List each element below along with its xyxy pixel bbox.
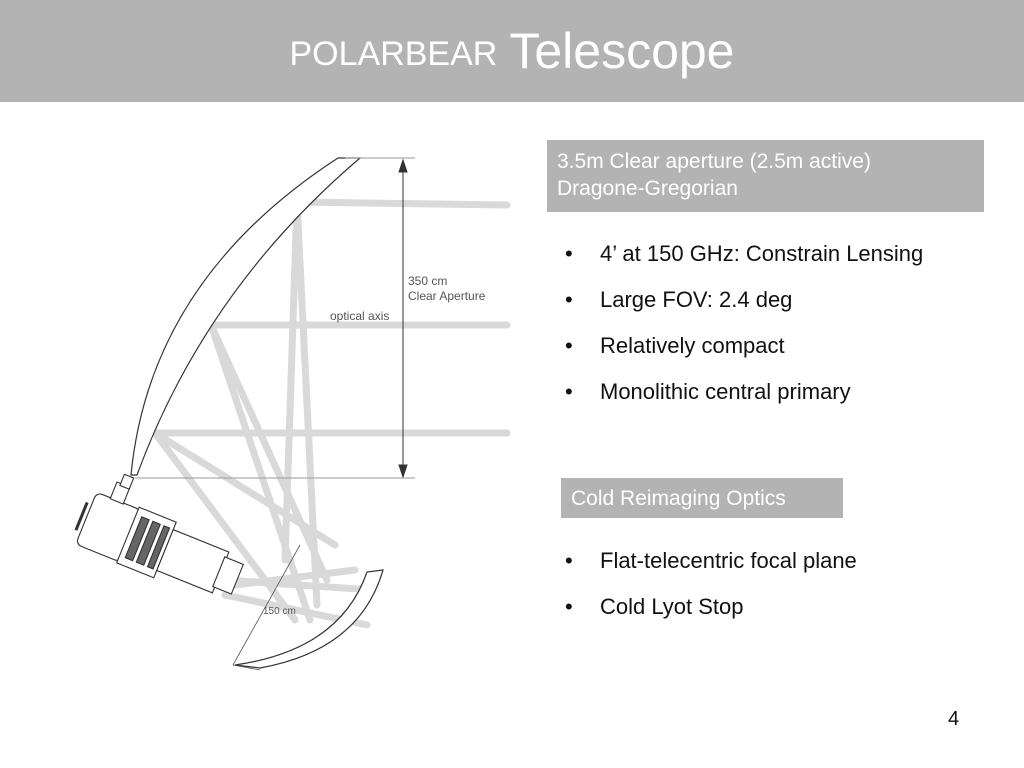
secondary-dimension xyxy=(232,544,301,671)
reflected-ray xyxy=(293,198,321,609)
aperture-label-2: Clear Aperture xyxy=(408,289,486,303)
reflected-ray xyxy=(207,321,314,624)
receiver-cryostat xyxy=(74,473,245,595)
focus-ray xyxy=(231,566,359,589)
primary-mirror xyxy=(130,157,362,476)
aperture-info-line1: 3.5m Clear aperture (2.5m active) xyxy=(557,150,871,173)
aperture-label-1: 350 cm xyxy=(408,274,447,288)
list-item: Flat-telecentric focal plane xyxy=(562,547,952,575)
cold-optics-box: Cold Reimaging Optics xyxy=(561,478,843,518)
list-item: Relatively compact xyxy=(562,332,952,360)
page-number: 4 xyxy=(948,708,960,730)
reflected-ray xyxy=(207,321,331,584)
title-telescope: Telescope xyxy=(509,23,735,79)
list-item: Cold Lyot Stop xyxy=(562,593,952,621)
list-item: Large FOV: 2.4 deg xyxy=(562,286,952,314)
incoming-ray-top xyxy=(293,198,511,209)
reflected-ray xyxy=(151,429,299,624)
optical-axis-label: optical axis xyxy=(330,309,389,323)
telescope-diagram: 350 cm Clear Aperture optical axis 150 c… xyxy=(74,157,511,671)
aperture-dimension xyxy=(135,157,415,479)
list-item: Monolithic central primary xyxy=(562,378,952,406)
aperture-info-box: 3.5m Clear aperture (2.5m active) Dragon… xyxy=(547,140,984,212)
list-item: 4’ at 150 GHz: Constrain Lensing xyxy=(562,240,952,268)
title-polarbear: POLARBEAR xyxy=(289,34,498,73)
title-bar: POLARBEAR Telescope xyxy=(0,0,1024,102)
reflected-ray xyxy=(151,429,339,549)
aperture-info-line2: Dragone-Gregorian xyxy=(557,177,738,200)
ray-bundle xyxy=(151,198,511,629)
telescope-features-list: 4’ at 150 GHz: Constrain Lensing Large F… xyxy=(562,240,952,424)
secondary-size-label: 150 cm xyxy=(263,606,296,617)
cold-optics-features-list: Flat-telecentric focal plane Cold Lyot S… xyxy=(562,547,952,639)
